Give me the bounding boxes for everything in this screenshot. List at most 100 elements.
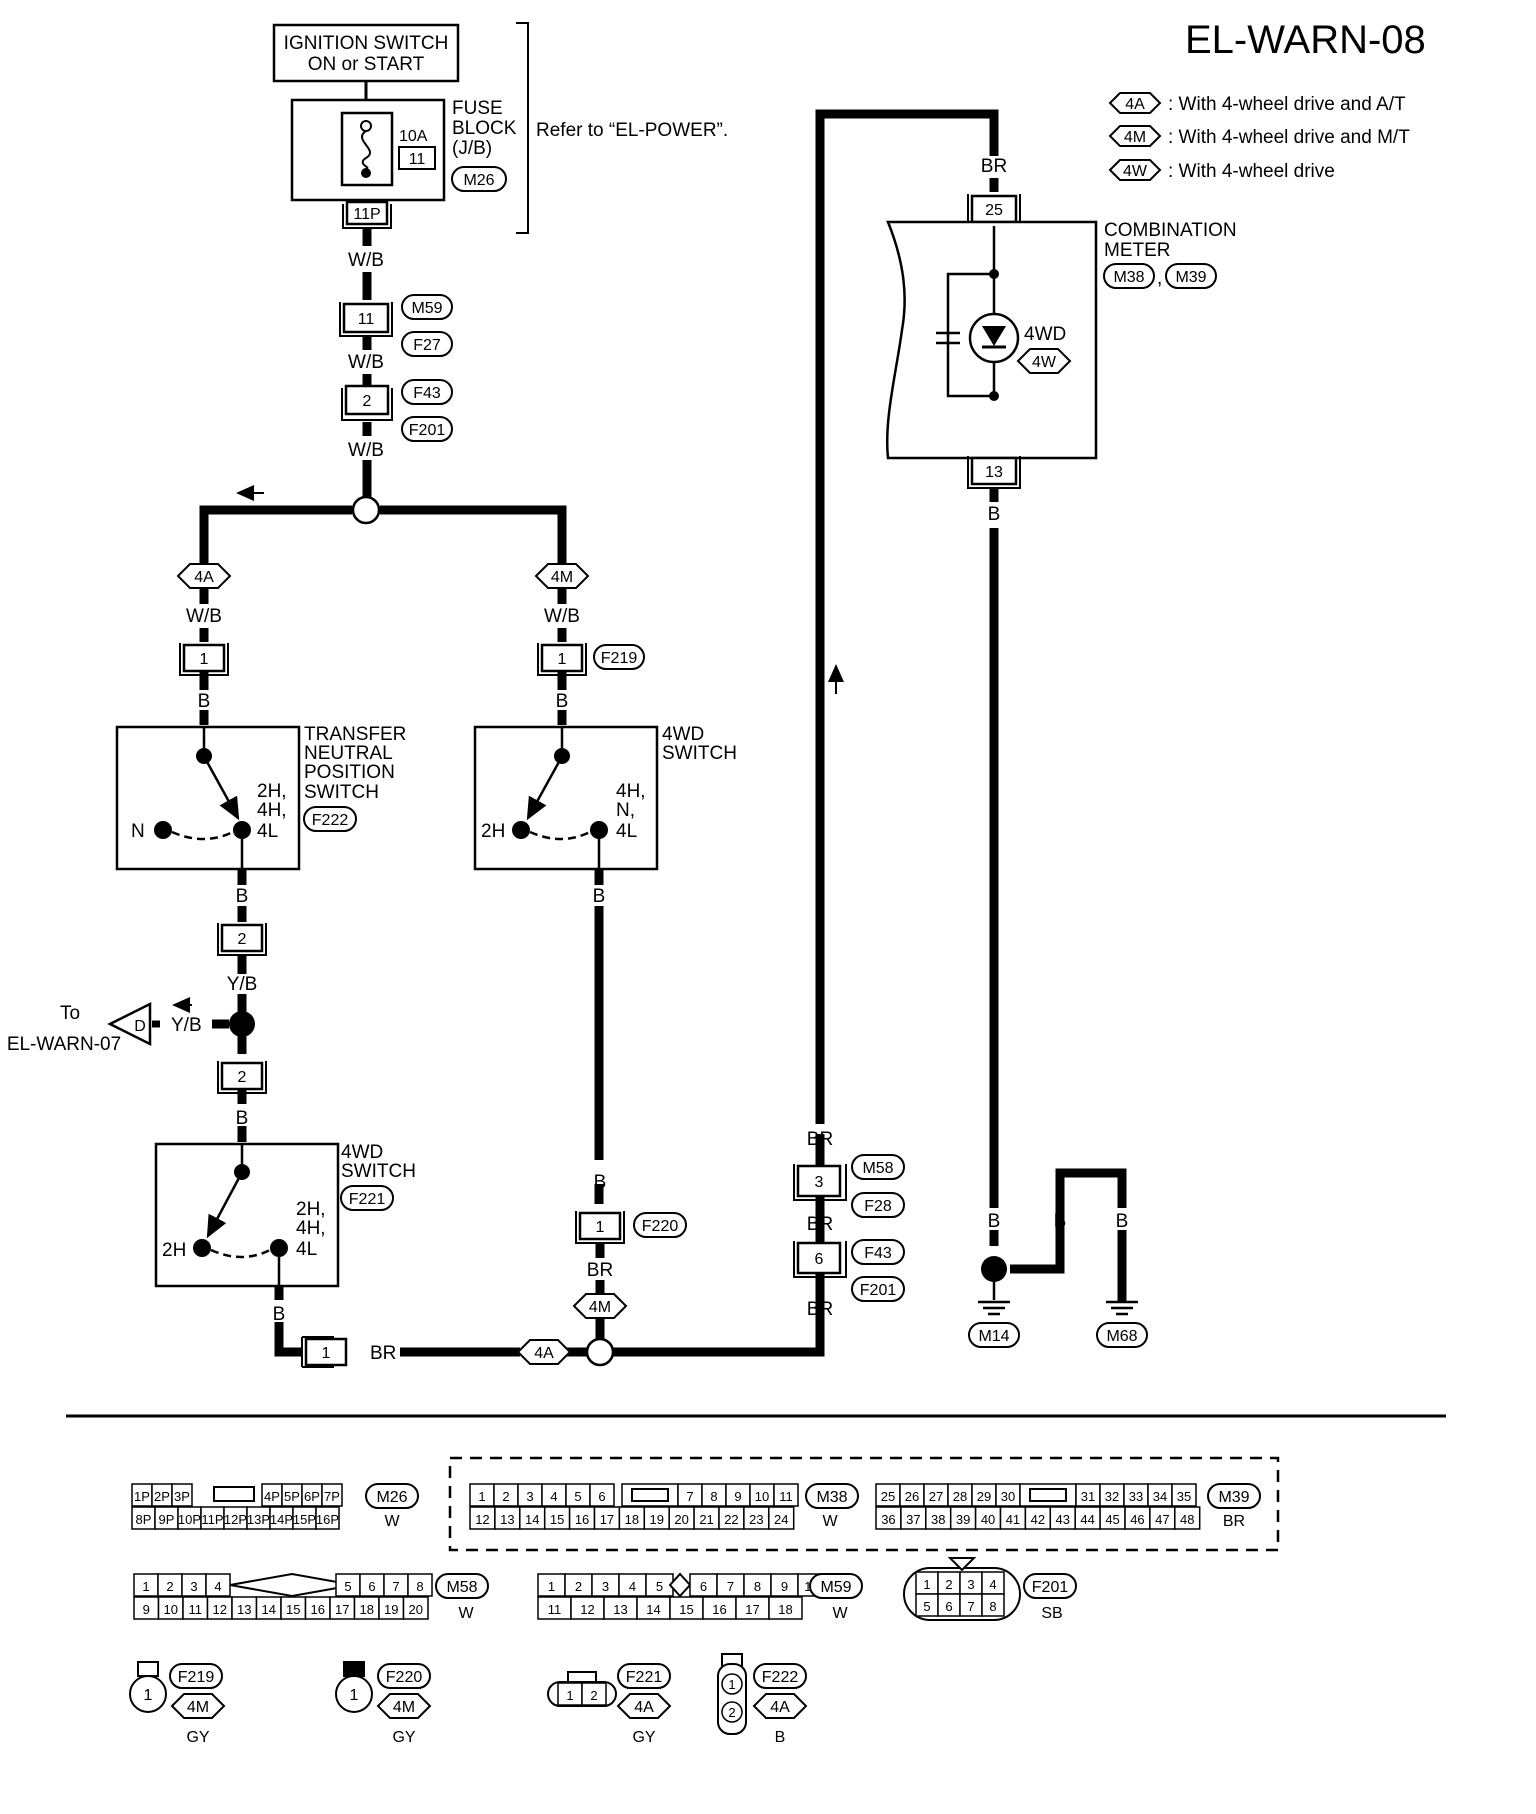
wire-color-b: B (236, 1108, 249, 1129)
comma: , (1157, 268, 1162, 289)
ground-m68: M68 (1106, 1328, 1137, 1345)
pin-15: 15 (679, 1602, 693, 1617)
pin-3: 3 (526, 1489, 533, 1504)
pin-1: 1 (923, 1577, 930, 1592)
color-f220: GY (392, 1729, 415, 1746)
ground-m14: M14 (978, 1328, 1009, 1345)
connector-f222-oval (753, 1663, 807, 1689)
fuse-block-label-1: FUSE (452, 98, 503, 119)
pin-13: 13 (985, 464, 1003, 481)
pin-18: 18 (778, 1602, 792, 1617)
pin-19: 19 (384, 1602, 398, 1617)
pin-33: 33 (1129, 1489, 1143, 1504)
meter-label-2: METER (1104, 240, 1171, 261)
color-m58: W (458, 1605, 474, 1622)
pin-48: 48 (1180, 1512, 1194, 1527)
pin-4P: 4P (264, 1489, 280, 1504)
ignition-switch-box (272, 23, 460, 83)
pin-11: 11 (548, 1602, 562, 1617)
pin-16: 16 (712, 1602, 726, 1617)
pin-3: 3 (190, 1579, 197, 1594)
color-f221: GY (632, 1729, 655, 1746)
pin-30: 30 (1001, 1489, 1015, 1504)
legend-text-4w: : With 4-wheel drive (1168, 161, 1335, 182)
tag-4a: 4A (534, 1345, 554, 1362)
pin-cell (768, 1596, 803, 1620)
pin-5: 5 (344, 1579, 351, 1594)
switch-pos-4h: 4H, (296, 1218, 326, 1239)
pin-35: 35 (1177, 1489, 1191, 1504)
pin-9: 9 (143, 1602, 150, 1617)
tnps-label-4: SWITCH (304, 782, 379, 803)
connector-f43: F43 (864, 1245, 892, 1262)
legend-tag-4m-label: 4M (1124, 129, 1146, 146)
wire-color-br: BR (807, 1299, 833, 1320)
harness-tag (616, 1693, 672, 1719)
4wd-switch-label-1: 4WD (662, 724, 704, 745)
pin-40: 40 (981, 1512, 995, 1527)
color-m59: W (832, 1605, 848, 1622)
color-f219: GY (186, 1729, 209, 1746)
pin-11: 11 (358, 311, 375, 328)
pin-25: 25 (881, 1489, 895, 1504)
connector-f43: F43 (413, 385, 441, 402)
pin-20: 20 (409, 1602, 423, 1617)
pin-5: 5 (656, 1579, 663, 1594)
wire-color-b: B (988, 1211, 1001, 1232)
pin-cell (321, 1483, 343, 1507)
wire-color-b: B (236, 886, 249, 907)
wire-color-b: B (556, 691, 569, 712)
pin-1: 1 (200, 651, 209, 668)
pin-32: 32 (1105, 1489, 1119, 1504)
pin-38: 38 (931, 1512, 945, 1527)
pin-31: 31 (1081, 1489, 1095, 1504)
connector-f222: F222 (762, 1669, 799, 1686)
pin-6: 6 (700, 1579, 707, 1594)
pin-1: 1 (558, 651, 567, 668)
pin-15: 15 (550, 1512, 564, 1527)
pin-cell (1174, 1506, 1201, 1530)
pin-6: 6 (815, 1251, 824, 1268)
lamp-label-4wd: 4WD (1024, 324, 1066, 345)
connector-m39-oval (1207, 1483, 1261, 1509)
pin-9: 9 (734, 1489, 741, 1504)
pin-39: 39 (956, 1512, 970, 1527)
refer-note: Refer to “EL-POWER”. (536, 120, 728, 141)
pin-8: 8 (989, 1599, 996, 1614)
pin-14: 14 (646, 1602, 660, 1617)
wire-color-br: BR (587, 1260, 613, 1281)
wire-color-wb: W/B (348, 352, 384, 373)
pin-2P: 2P (154, 1489, 170, 1504)
pin-cell (589, 1483, 615, 1507)
pin-2: 2 (590, 1688, 597, 1703)
pin-21: 21 (699, 1512, 713, 1527)
harness-tag (170, 1693, 226, 1719)
tnps-label-3: POSITION (304, 762, 395, 783)
connector-f219: F219 (601, 650, 638, 667)
pin-3: 3 (967, 1577, 974, 1592)
pin-11: 11 (189, 1602, 203, 1617)
pin-15: 15 (286, 1602, 300, 1617)
pin-cell (402, 1596, 429, 1620)
pin-11: 11 (779, 1489, 793, 1504)
connector-f222: F222 (312, 812, 349, 829)
fuse-block-label-3: (J/B) (452, 138, 492, 159)
wire-color-wb: W/B (348, 440, 384, 461)
pin-19: 19 (650, 1512, 664, 1527)
harness-tag (376, 1693, 432, 1719)
wire-color-br: BR (807, 1214, 833, 1235)
legend: 4A : With 4-wheel drive and A/T 4M : Wit… (1108, 92, 1410, 182)
switch-pos-n: N (131, 821, 145, 842)
pin-16P: 16P (316, 1512, 339, 1527)
to-label: To (60, 1003, 80, 1024)
pin-20: 20 (674, 1512, 688, 1527)
pin-12P: 12P (224, 1512, 247, 1527)
tag-4m: 4M (551, 569, 573, 586)
pin-23: 23 (749, 1512, 763, 1527)
connector-m39: M39 (1175, 269, 1206, 286)
pin-cell (773, 1483, 799, 1507)
meter-label-1: COMBINATION (1104, 220, 1237, 241)
tnps-label-2: NEUTRAL (304, 743, 393, 764)
color-m39: BR (1223, 1513, 1245, 1530)
pin-14: 14 (262, 1602, 276, 1617)
